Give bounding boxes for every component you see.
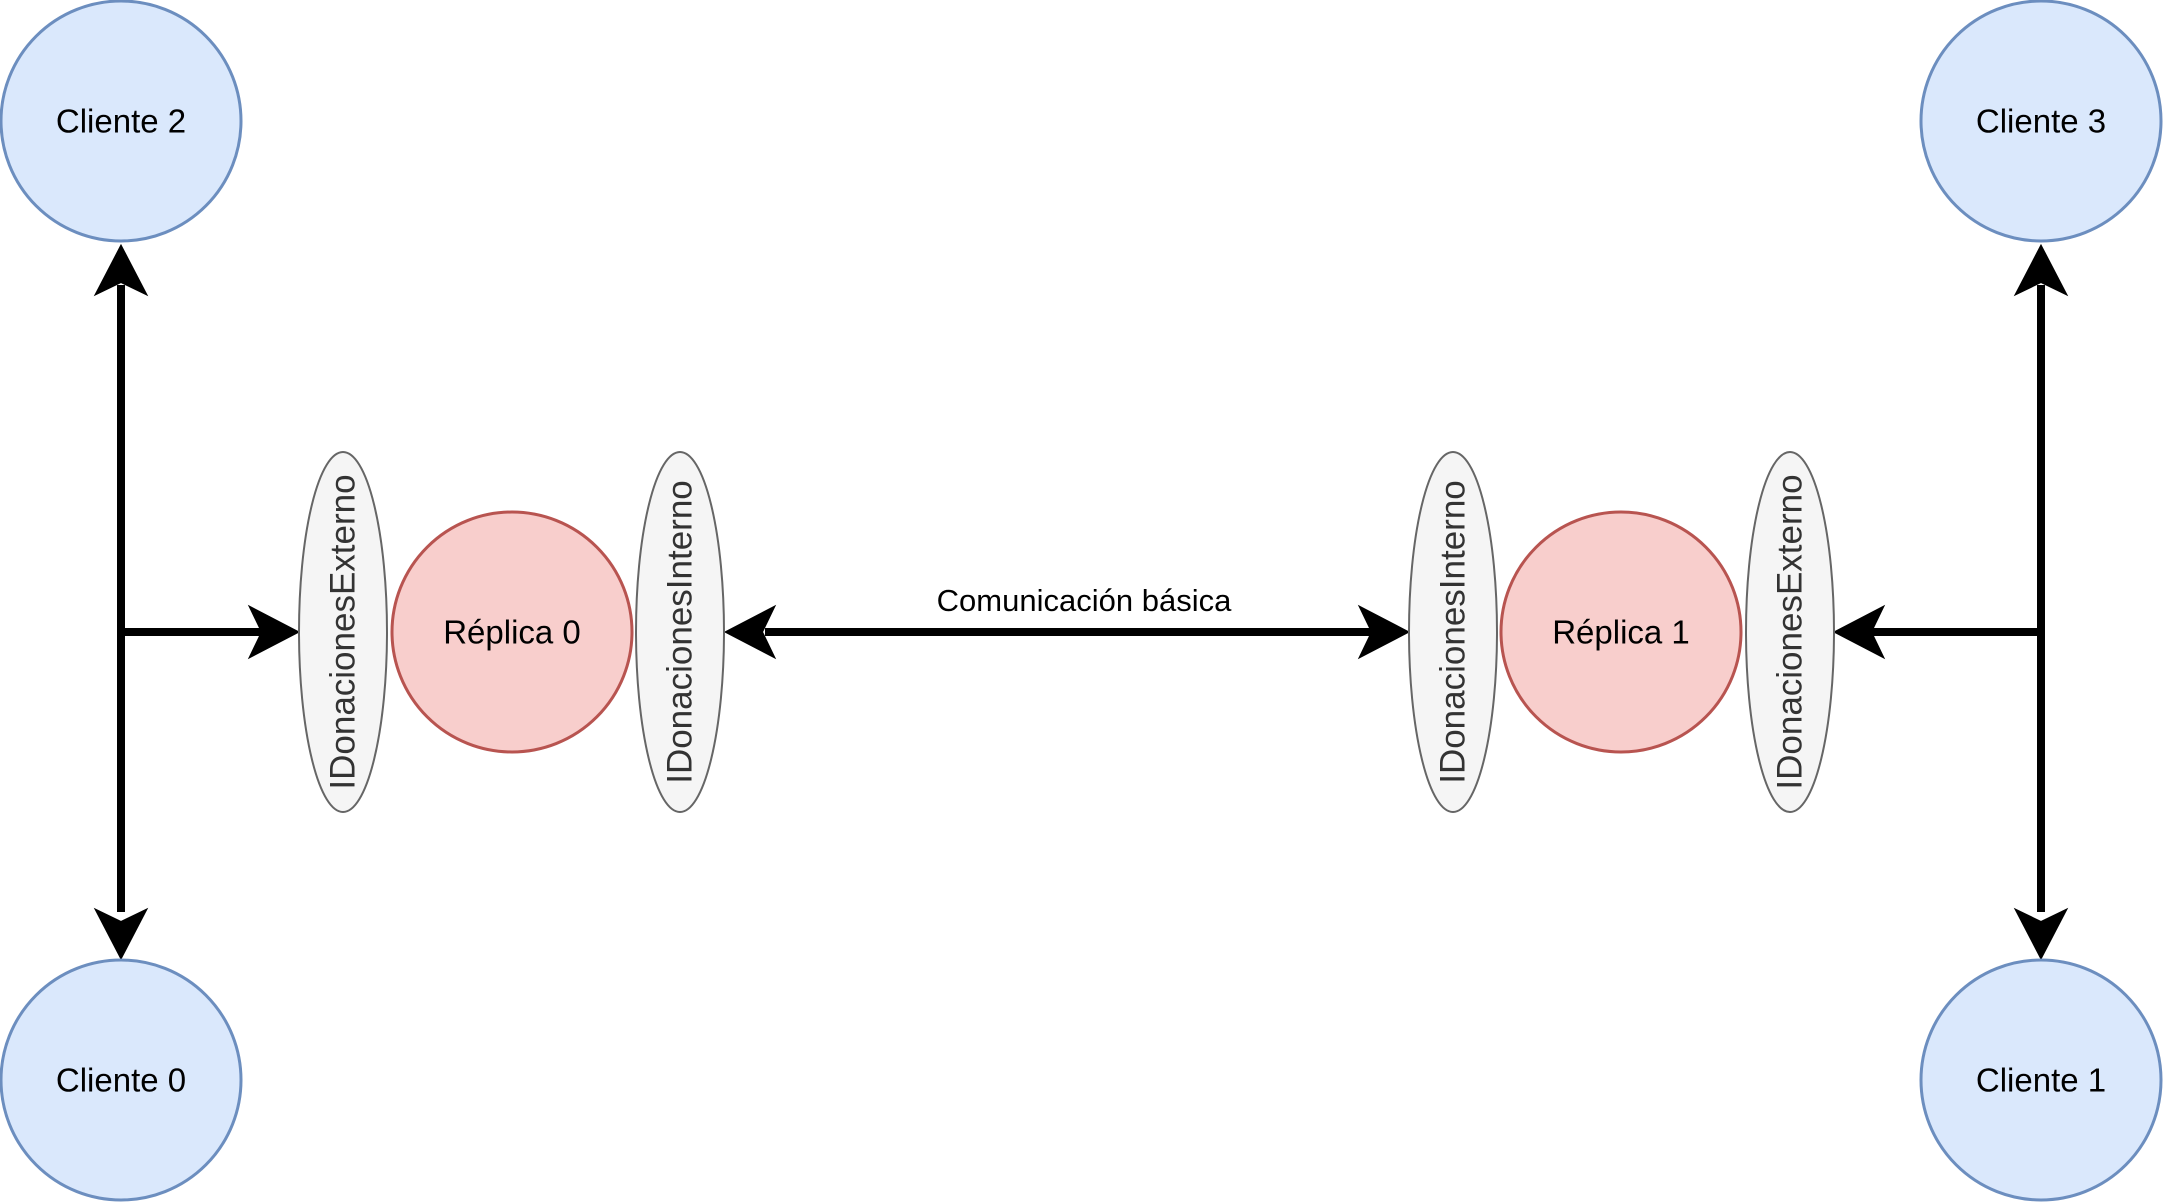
arrowhead-to-cliente-3 xyxy=(2013,243,2069,297)
replica-0-circle xyxy=(390,510,634,754)
node-replica-1[interactable]: Réplica 1 xyxy=(1499,510,1743,754)
node-cliente-3[interactable]: Cliente 3 xyxy=(1919,0,2163,243)
interface-r0-externo[interactable]: IDonacionesExterno xyxy=(298,451,388,813)
cliente-3-circle xyxy=(1919,0,2163,243)
replica-1-circle xyxy=(1499,510,1743,754)
r0-interno-ellipse xyxy=(635,451,725,813)
cliente-2-label: Cliente 2 xyxy=(56,103,186,140)
cliente-2-circle xyxy=(0,0,243,243)
edge-label-comunicacion: Comunicación básica xyxy=(937,583,1232,618)
r1-externo-label: IDonacionesExterno xyxy=(1771,474,1810,789)
r0-externo-ellipse xyxy=(298,451,388,813)
node-cliente-0[interactable]: Cliente 0 xyxy=(0,958,243,1202)
cliente-1-circle xyxy=(1919,958,2163,1202)
r1-interno-label: IDonacionesInterno xyxy=(1434,480,1473,784)
cliente-0-circle xyxy=(0,958,243,1202)
r1-interno-ellipse xyxy=(1408,451,1498,813)
cliente-1-label: Cliente 1 xyxy=(1976,1062,2106,1099)
node-replica-0[interactable]: Réplica 0 xyxy=(390,510,634,754)
cliente-0-label: Cliente 0 xyxy=(56,1062,186,1099)
cliente-3-label: Cliente 3 xyxy=(1976,103,2106,140)
node-cliente-1[interactable]: Cliente 1 xyxy=(1919,958,2163,1202)
replica-1-label: Réplica 1 xyxy=(1552,614,1690,651)
r1-externo-ellipse xyxy=(1745,451,1835,813)
interface-r1-externo[interactable]: IDonacionesExterno xyxy=(1745,451,1835,813)
arrowhead-to-cliente-2 xyxy=(93,243,149,297)
arrowhead-to-r1-interno xyxy=(1357,604,1411,660)
arrowhead-to-r1-externo xyxy=(1832,604,1886,660)
node-cliente-2[interactable]: Cliente 2 xyxy=(0,0,243,243)
arrowhead-to-cliente-1 xyxy=(2013,907,2069,961)
replica-0-label: Réplica 0 xyxy=(443,614,581,651)
arrowhead-to-r0-interno xyxy=(723,604,777,660)
r0-externo-label: IDonacionesExterno xyxy=(324,474,363,789)
arrowhead-to-r0-externo xyxy=(247,604,301,660)
interface-r1-interno[interactable]: IDonacionesInterno xyxy=(1408,451,1498,813)
r0-interno-label: IDonacionesInterno xyxy=(661,480,700,784)
arrowhead-to-cliente-0 xyxy=(93,907,149,961)
interface-r0-interno[interactable]: IDonacionesInterno xyxy=(635,451,725,813)
